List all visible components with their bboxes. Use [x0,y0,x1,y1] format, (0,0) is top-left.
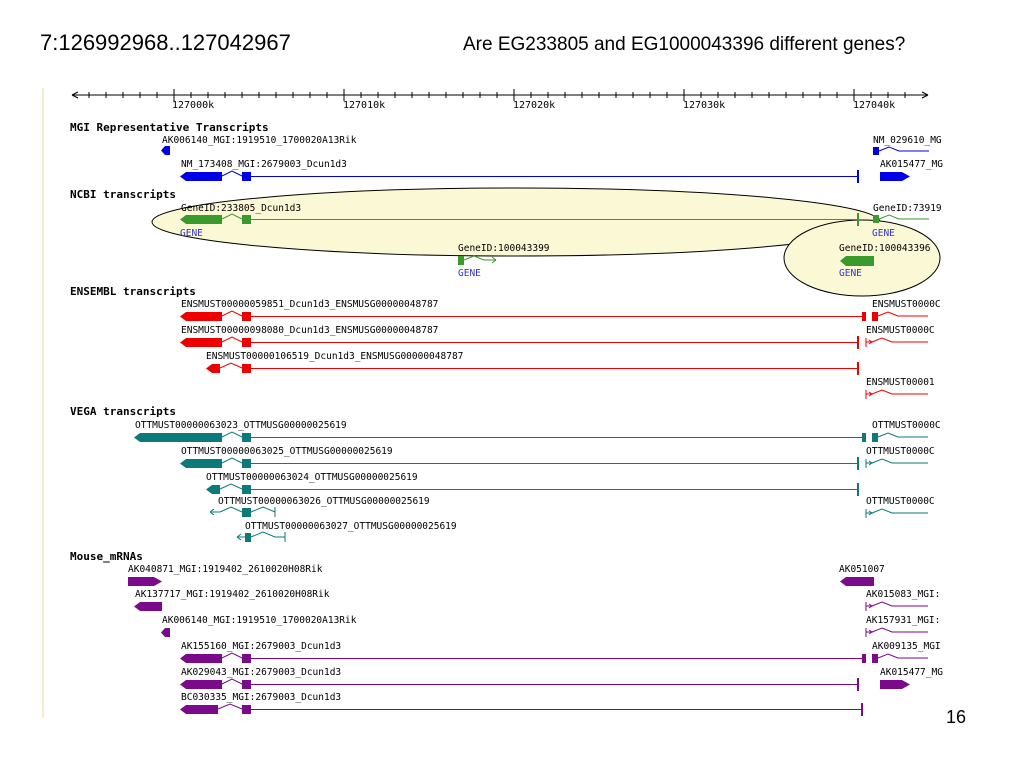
mouse-mrna-track: AK040871_MGI:1919402_2610020H08Rik AK051… [128,564,943,716]
feature-label: ENSMUST00000059851_Dcun1d3_ENSMUSG000000… [181,299,438,310]
track-title-ncbi: NCBI transcripts [70,188,176,201]
track-title-ensembl: ENSEMBL transcripts [70,285,196,298]
track-title-vega: VEGA transcripts [70,405,176,418]
feature-label: OTTMUST0000C [866,446,935,457]
gene-link: GENE [180,228,203,239]
feature-label: NM_029610_MG [873,135,942,146]
feature-label: AK029043_MGI:2679003_Dcun1d3 [181,667,341,678]
transcript-glyph [180,215,222,224]
feature-label: ENSMUST00000098080_Dcun1d3_ENSMUSG000000… [181,325,438,336]
feature-label: AK006140_MGI:1919510_1700020A13Rik [162,615,357,626]
left-accent-bar [42,88,44,718]
feature-label: AK155160_MGI:2679003_Dcun1d3 [181,641,341,652]
slide-number: 16 [946,707,967,727]
gene-link: GENE [458,268,481,279]
question-title: Are EG233805 and EG1000043396 different … [463,34,906,55]
transcript-glyph [840,256,874,266]
feature-label: GeneID:233805_Dcun1d3 [181,203,301,214]
exon [873,147,879,155]
feature-label: AK009135_MGI [872,641,941,652]
feature-label: NM_173408_MGI:2679003_Dcun1d3 [181,159,347,170]
feature-label: GeneID:100043399 [458,243,550,254]
ruler-tick-label: 127010k [343,100,385,111]
feature-label: OTTMUST00000063025_OTTMUSG00000025619 [181,446,393,457]
transcript-glyph [161,146,170,155]
feature-label: BC030335_MGI:2679003_Dcun1d3 [181,692,341,703]
genomic-region-title: 7:126992968..127042967 [40,30,291,55]
feature-label: AK006140_MGI:1919510_1700020A13Rik [162,135,357,146]
feature-label: AK051007 [839,564,885,575]
feature-label: AK137717_MGI:1919402_2610020H08Rik [135,589,330,600]
ensembl-track: ENSMUST00000059851_Dcun1d3_ENSMUSG000000… [180,299,941,399]
ncbi-track: GeneID:233805_Dcun1d3 GENE GeneID:73919 … [180,203,942,279]
ruler-tick-label: 127040k [853,100,895,111]
ruler-tick-label: 127000k [172,100,214,111]
transcript-glyph [180,172,222,181]
ruler: 127000k 127010k 127020k 127030k 127040k [71,89,929,111]
gene-link: GENE [872,228,895,239]
feature-label: GeneID:100043396 [839,243,931,254]
feature-label: OTTMUST00000063024_OTTMUSG00000025619 [206,472,418,483]
feature-label: ENSMUST00000106519_Dcun1d3_ENSMUSG000000… [206,351,463,362]
feature-label: GeneID:73919 [873,203,942,214]
feature-label: AK015477_MG [880,667,943,678]
feature-label: OTTMUST0000C [872,420,941,431]
feature-label: ENSMUST00001 [866,377,935,388]
feature-label: AK157931_MGI: [866,615,940,626]
feature-label: AK015477_MG [880,159,943,170]
track-title-mgi: MGI Representative Transcripts [70,121,269,134]
feature-label: ENSMUST0000C [872,299,941,310]
feature-label: ENSMUST0000C [866,325,935,336]
feature-label: OTTMUST00000063026_OTTMUSG00000025619 [218,496,430,507]
feature-label: AK040871_MGI:1919402_2610020H08Rik [128,564,323,575]
feature-label: OTTMUST0000C [866,496,935,507]
ruler-tick-label: 127030k [683,100,725,111]
transcript-glyph [880,172,910,181]
feature-label: OTTMUST00000063027_OTTMUSG00000025619 [245,521,457,532]
feature-label: AK015083_MGI: [866,589,940,600]
mgi-track: AK006140_MGI:1919510_1700020A13Rik NM_02… [161,135,943,183]
track-title-mouse-mrnas: Mouse_mRNAs [70,550,143,563]
ruler-tick-label: 127020k [513,100,555,111]
feature-label: OTTMUST00000063023_OTTMUSG00000025619 [135,420,347,431]
vega-track: OTTMUST00000063023_OTTMUSG00000025619 OT… [134,420,941,542]
gene-link: GENE [839,268,862,279]
